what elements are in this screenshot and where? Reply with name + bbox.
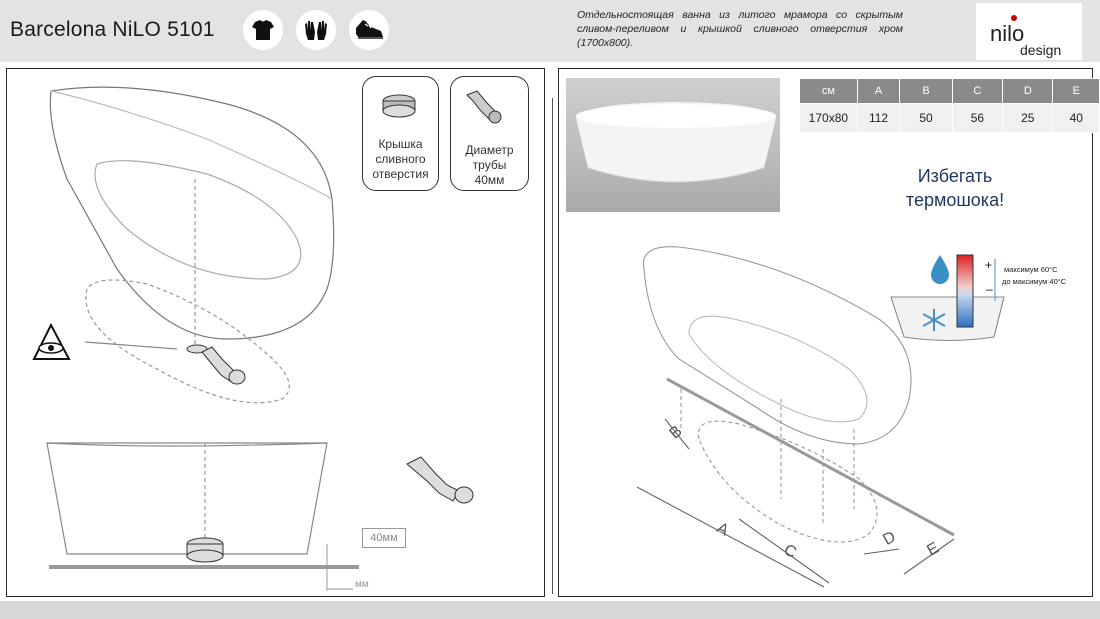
drain-cover-callout: Крышка сливного отверстия bbox=[362, 76, 439, 191]
logo-text-top: nilo bbox=[990, 21, 1024, 46]
table-header-cell: A bbox=[856, 78, 901, 104]
table-header-cell: B bbox=[899, 78, 953, 104]
tshirt-icon bbox=[243, 10, 283, 50]
svg-text:–: – bbox=[986, 282, 993, 296]
drain-cover-label: Крышка сливного отверстия bbox=[372, 137, 429, 181]
product-photo bbox=[566, 78, 780, 212]
installation-diagram-panel: Крышка сливного отверстия Диаметр трубы … bbox=[6, 68, 545, 597]
temp-max-label: максимум 60°C bbox=[1004, 265, 1058, 274]
table-header-row: см A B C D E bbox=[799, 78, 1100, 104]
dimensions-table: см A B C D E 170x80 112 50 56 25 40 bbox=[799, 78, 1100, 133]
logo-text-bottom: design bbox=[1020, 42, 1061, 58]
snowflake-icon bbox=[922, 309, 946, 331]
product-title: Barcelona NiLO 5101 bbox=[10, 18, 215, 41]
table-header-cell: C bbox=[951, 78, 1004, 104]
table-cell: 40 bbox=[1052, 103, 1100, 133]
water-drop-icon bbox=[931, 255, 949, 284]
panel-separator bbox=[552, 98, 553, 594]
thermometer-icon bbox=[956, 254, 974, 328]
nilo-design-logo: nilo design bbox=[976, 3, 1082, 60]
table-row: 170x80 112 50 56 25 40 bbox=[799, 103, 1100, 133]
table-header-cell: E bbox=[1052, 78, 1100, 104]
table-cell: 56 bbox=[951, 103, 1004, 133]
pipe-size-tag: 40мм bbox=[362, 528, 406, 548]
pipe-diameter-callout: Диаметр трубы 40мм bbox=[450, 76, 529, 191]
svg-text:+: + bbox=[985, 258, 992, 272]
table-header-cell: D bbox=[1002, 78, 1054, 104]
thermal-shock-warning: Избегать термошока! bbox=[905, 166, 1005, 210]
pipe-diameter-size: 40мм bbox=[474, 173, 505, 187]
eye-warning-icon bbox=[32, 322, 71, 360]
table-cell: 25 bbox=[1002, 103, 1054, 133]
pipe-diameter-label: Диаметр трубы bbox=[465, 143, 514, 172]
header-bar: Barcelona NiLO 5101 Отдельностоящая ванн… bbox=[0, 0, 1100, 62]
product-description: Отдельностоящая ванна из литого мрамора … bbox=[577, 9, 903, 49]
table-header-cell: см bbox=[799, 78, 858, 104]
table-cell: 170x80 bbox=[799, 103, 858, 133]
gloves-icon bbox=[296, 10, 336, 50]
table-cell: 50 bbox=[899, 103, 953, 133]
footer-bar bbox=[0, 601, 1100, 619]
sneaker-icon bbox=[349, 10, 389, 50]
temp-limit-label: до максимум 40°C bbox=[1002, 277, 1067, 286]
height-unit-label: мм bbox=[355, 579, 369, 590]
table-cell: 112 bbox=[856, 103, 901, 133]
